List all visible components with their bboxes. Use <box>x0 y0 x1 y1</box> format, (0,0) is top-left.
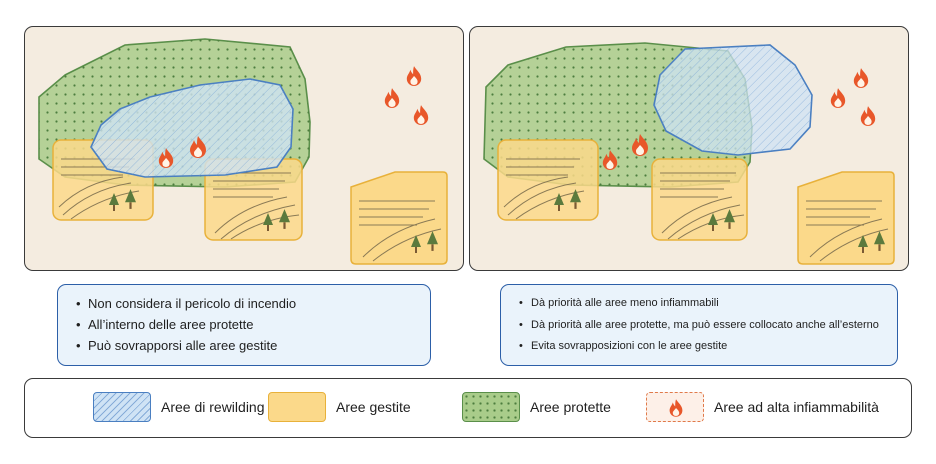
note-item: Evita sovrapposizioni con le aree gestit… <box>519 336 897 358</box>
note-item: Può sovrapporsi alle aree gestite <box>76 335 430 356</box>
notes-right-list: Dà priorità alle aree meno infiammabili … <box>501 285 897 358</box>
managed-area-3 <box>350 171 448 265</box>
rewilding-area <box>90 78 294 178</box>
map-panel-left <box>24 26 464 271</box>
flame-icon <box>413 105 429 125</box>
note-item: Dà priorità alle aree protette, ma può e… <box>519 315 897 337</box>
notes-right: Dà priorità alle aree meno infiammabili … <box>500 284 898 366</box>
legend-label-managed: Aree gestite <box>336 399 411 415</box>
legend: Aree di rewilding Aree gestite Aree prot… <box>24 378 912 438</box>
flame-icon <box>860 106 876 126</box>
legend-label-protected: Aree protette <box>530 399 611 415</box>
rewilding-area <box>653 44 813 156</box>
flame-icon <box>669 399 683 417</box>
map-left-svg <box>38 38 448 265</box>
note-item: All’interno delle aree protette <box>76 314 430 335</box>
managed-area-1 <box>497 139 599 221</box>
protected-swatch <box>462 392 520 422</box>
note-item: Non considera il pericolo di incendio <box>76 293 430 314</box>
legend-label-rewilding: Aree di rewilding <box>161 399 265 415</box>
managed-area-2 <box>204 158 303 241</box>
flame-icon <box>830 88 846 108</box>
map-right-svg <box>483 42 895 265</box>
flammable-swatch <box>646 392 704 422</box>
flame-icon <box>853 68 869 88</box>
notes-left: Non considera il pericolo di incendio Al… <box>57 284 431 366</box>
legend-label-flammable: Aree ad alta infiammabilità <box>714 399 879 415</box>
managed-swatch <box>268 392 326 422</box>
notes-left-list: Non considera il pericolo di incendio Al… <box>58 285 430 356</box>
note-item: Dà priorità alle aree meno infiammabili <box>519 293 897 315</box>
map-panel-right <box>469 26 909 271</box>
managed-area-3 <box>797 171 895 265</box>
managed-area-2 <box>651 158 748 241</box>
flame-icon <box>384 88 400 108</box>
rewilding-swatch <box>93 392 151 422</box>
flame-icon <box>406 66 422 86</box>
